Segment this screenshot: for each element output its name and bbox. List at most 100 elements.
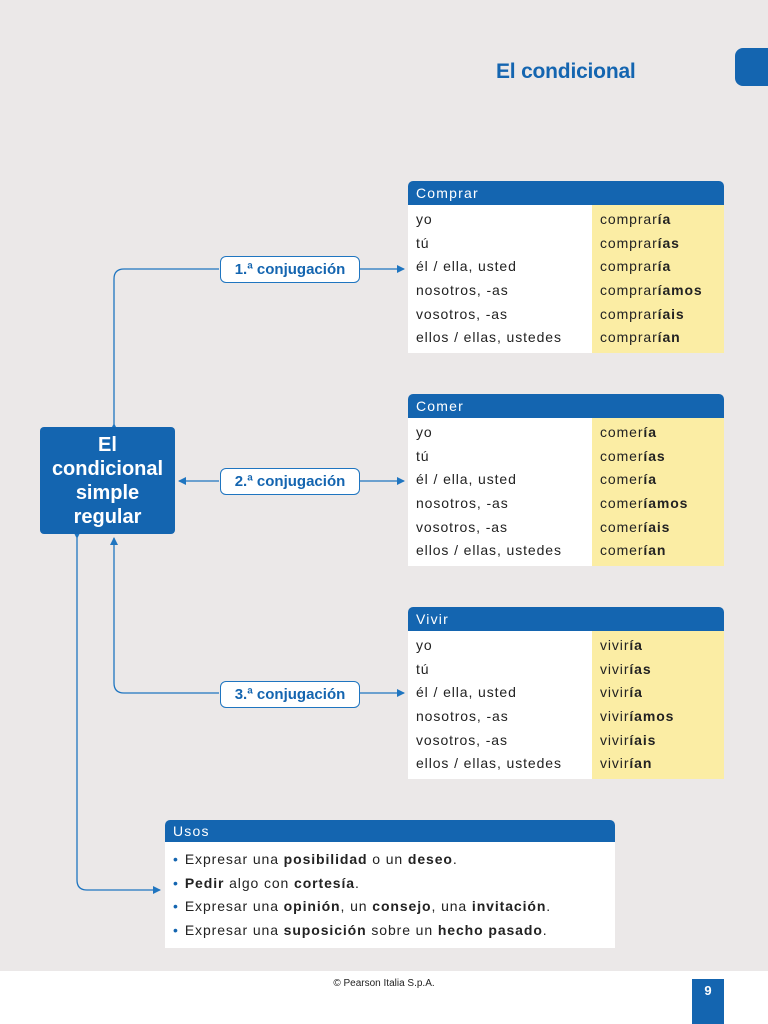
verb-form-cell: comería: [600, 468, 724, 492]
uso-text: .: [354, 874, 360, 891]
uso-text: o un: [367, 851, 408, 867]
uso-keyword: posibilidad: [283, 851, 368, 867]
uso-keyword: cortesía: [294, 874, 355, 891]
bullet-icon: •: [173, 874, 179, 891]
person-cell: vosotros, -as: [416, 731, 508, 748]
uso-text: sobre un: [366, 921, 438, 938]
person-cell: yo: [416, 211, 433, 227]
uso-item: •Expresar una posibilidad o un deseo.: [173, 848, 605, 872]
verb-ending: ías: [657, 234, 680, 251]
verb-ending: ía: [657, 211, 672, 227]
verb-ending: ía: [643, 471, 657, 488]
verb-form-cell: viviría: [600, 634, 724, 658]
verb-form-cell: viviría: [600, 681, 724, 705]
verb-stem: comprar: [600, 282, 658, 299]
person-cell: ellos / ellas, ustedes: [416, 329, 562, 346]
verb-stem: comer: [600, 424, 644, 440]
uso-text: , una: [431, 898, 472, 914]
verb-form-cell: viviríais: [600, 729, 724, 753]
verb-ending: ía: [657, 258, 672, 275]
uso-text: .: [546, 898, 552, 914]
verb-stem: comer: [600, 471, 644, 488]
verb-form-cell: comeríamos: [600, 492, 724, 516]
conjugation-label-3: 3.ª conjugación: [220, 681, 360, 708]
verb-stem: comer: [600, 542, 644, 559]
bullet-icon: •: [173, 851, 179, 867]
verb-form-cell: comeríais: [600, 516, 724, 540]
verb-stem: vivir: [600, 755, 630, 772]
person-cell: tú: [416, 234, 430, 251]
person-cell: él / ella, usted: [416, 684, 517, 701]
person-cell: yo: [416, 424, 433, 440]
usos-list: •Expresar una posibilidad o un deseo.•Pe…: [165, 842, 615, 948]
verb-stem: vivir: [600, 660, 630, 677]
verb-stem: comer: [600, 518, 644, 535]
uso-item: •Pedir algo con cortesía.: [173, 872, 605, 896]
verb-ending: ía: [629, 684, 643, 701]
uso-text: .: [542, 921, 548, 938]
person-cell: vosotros, -as: [416, 518, 508, 535]
person-cell: ellos / ellas, ustedes: [416, 542, 562, 559]
main-concept-label: El condicional simple regular: [51, 433, 164, 528]
verb-ending: íais: [629, 731, 657, 748]
usos-header: Usos: [165, 820, 615, 842]
verb-header: Comer: [408, 394, 724, 418]
verb-stem: vivir: [600, 684, 630, 701]
verb-form-cell: viviríamos: [600, 705, 724, 729]
person-cell: nosotros, -as: [416, 708, 509, 725]
uso-keyword: hecho pasado: [437, 921, 543, 938]
main-concept-box: El condicional simple regular: [40, 427, 175, 534]
verb-stem: comprar: [600, 211, 658, 227]
verb-stem: comprar: [600, 234, 658, 251]
verb-form-cell: comprarían: [600, 326, 724, 350]
usos-box: Usos •Expresar una posibilidad o un dese…: [165, 820, 615, 948]
verb-header: Vivir: [408, 607, 724, 631]
page-footer: [0, 971, 768, 1024]
verb-ending: ías: [643, 447, 666, 464]
uso-keyword: Pedir: [184, 874, 225, 891]
bullet-icon: •: [173, 921, 179, 938]
verb-form-cell: comerían: [600, 539, 724, 563]
verb-form-cell: comería: [600, 421, 724, 445]
verb-form-cell: vivirían: [600, 752, 724, 776]
verb-ending: íais: [657, 305, 685, 322]
verb-ending: ía: [643, 424, 657, 440]
page-title: El condicional: [496, 60, 636, 83]
verb-ending: ía: [629, 637, 643, 653]
verb-form-cell: compraría: [600, 208, 724, 232]
uso-keyword: opinión: [283, 898, 341, 914]
verb-header: Comprar: [408, 181, 724, 205]
verb-form-cell: comerías: [600, 445, 724, 469]
uso-text: Expresar una: [184, 851, 284, 867]
conjugation-label-1: 1.ª conjugación: [220, 256, 360, 283]
verb-ending: íamos: [643, 495, 689, 512]
verb-form-cell: compraríais: [600, 303, 724, 327]
uso-item: •Expresar una opinión, un consejo, una i…: [173, 895, 605, 919]
verb-ending: ías: [629, 660, 652, 677]
verb-ending: íamos: [629, 708, 675, 725]
conjugation-label-2: 2.ª conjugación: [220, 468, 360, 495]
uso-item: •Expresar una suposición sobre un hecho …: [173, 919, 605, 943]
person-cell: tú: [416, 447, 430, 464]
verb-stem: vivir: [600, 637, 630, 653]
person-cell: yo: [416, 637, 433, 653]
verb-ending: íais: [643, 518, 671, 535]
page-number: 9: [692, 979, 724, 1024]
uso-text: .: [452, 851, 458, 867]
bullet-icon: •: [173, 898, 179, 914]
uso-keyword: invitación: [471, 898, 547, 914]
verb-stem: vivir: [600, 731, 630, 748]
uso-keyword: consejo: [372, 898, 432, 914]
verb-ending: íamos: [657, 282, 703, 299]
person-cell: nosotros, -as: [416, 495, 509, 512]
